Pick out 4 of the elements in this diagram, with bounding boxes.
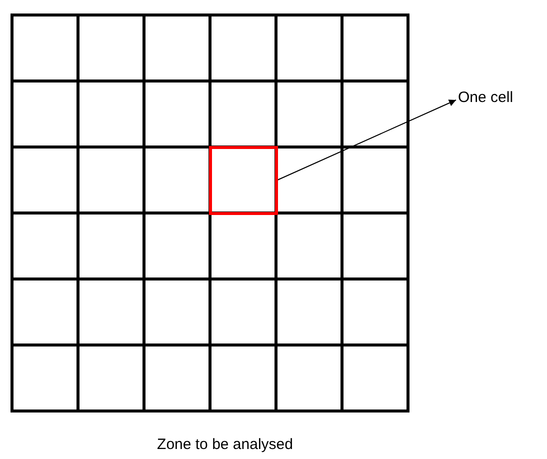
leader-arrow <box>277 100 456 180</box>
caption: Zone to be analysed <box>156 436 294 453</box>
highlighted-cell <box>208 146 278 214</box>
callout-label: One cell <box>458 88 514 108</box>
